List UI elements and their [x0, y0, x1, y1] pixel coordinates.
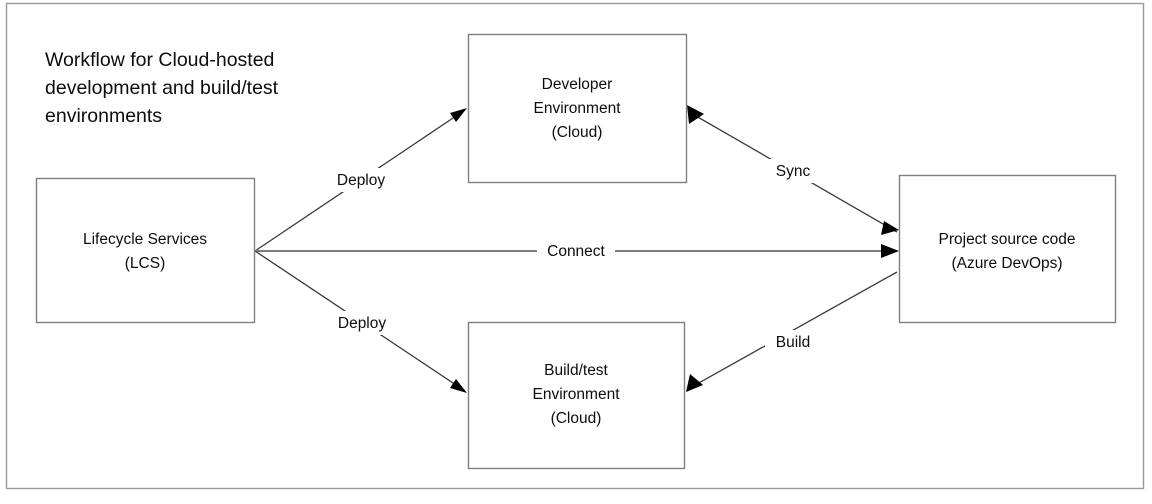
edge-label-deploy-developer-text: Deploy: [337, 172, 385, 189]
node-lcs-line-2: (LCS): [125, 255, 165, 272]
node-build-test-environment-line-3: (Cloud): [551, 410, 602, 427]
edge-sync-target-arrowhead: [881, 221, 899, 235]
edge-label-build-text: Build: [776, 334, 810, 351]
diagram-title-line-1: Workflow for Cloud-hosted: [45, 49, 274, 71]
edge-label-connect-text: Connect: [547, 243, 605, 260]
node-build-test-environment-rect[interactable]: [467, 321, 686, 470]
node-lcs[interactable]: Lifecycle Services (LCS): [35, 177, 256, 324]
node-project-source-code-rect[interactable]: [898, 174, 1117, 324]
node-developer-environment-line-3: (Cloud): [552, 124, 603, 141]
diagram-title-line-2: development and build/test: [45, 77, 279, 99]
node-developer-environment-line-1: Developer: [542, 76, 613, 93]
edge-label-build-bg: [765, 330, 821, 354]
edge-deploy-developer-arrowhead: [450, 108, 467, 122]
node-project-source-code-line-1: Project source code: [939, 231, 1076, 248]
edge-label-deploy-developer: Deploy: [325, 168, 397, 192]
node-build-test-environment-line-2: Environment: [532, 386, 620, 403]
node-project-source-code[interactable]: Project source code (Azure DevOps): [898, 174, 1117, 324]
edge-label-sync: Sync: [766, 159, 820, 183]
edge-label-deploy-build-test-bg: [326, 311, 398, 335]
edge-label-deploy-build-test: Deploy: [326, 311, 398, 335]
edge-label-deploy-developer-bg: [325, 168, 397, 192]
node-build-test-environment[interactable]: Build/test Environment (Cloud): [467, 321, 686, 470]
edge-connect-arrowhead: [881, 244, 899, 258]
edge-label-connect-bg: [537, 240, 615, 263]
edge-deploy-buildtest-arrowhead: [450, 379, 467, 393]
edge-label-build: Build: [765, 330, 821, 354]
edge-build-arrowhead: [686, 374, 703, 392]
node-lcs-line-1: Lifecycle Services: [83, 231, 207, 248]
edge-label-sync-bg: [766, 159, 820, 183]
node-developer-environment-rect[interactable]: [467, 33, 688, 184]
edge-label-connect: Connect: [537, 240, 615, 263]
edge-build-line: [696, 271, 898, 385]
diagram-title-line-3: environments: [45, 105, 162, 127]
node-build-test-environment-line-1: Build/test: [544, 362, 608, 379]
node-lcs-rect[interactable]: [35, 177, 256, 324]
node-project-source-code-line-2: (Azure DevOps): [951, 255, 1062, 272]
node-developer-environment[interactable]: Developer Environment (Cloud): [467, 33, 688, 184]
edge-sync-arrowhead: [687, 105, 704, 124]
edge-label-deploy-build-test-text: Deploy: [338, 315, 386, 332]
node-developer-environment-line-2: Environment: [533, 100, 621, 117]
diagram-frame: [5, 2, 1145, 490]
edge-label-sync-text: Sync: [776, 163, 811, 180]
